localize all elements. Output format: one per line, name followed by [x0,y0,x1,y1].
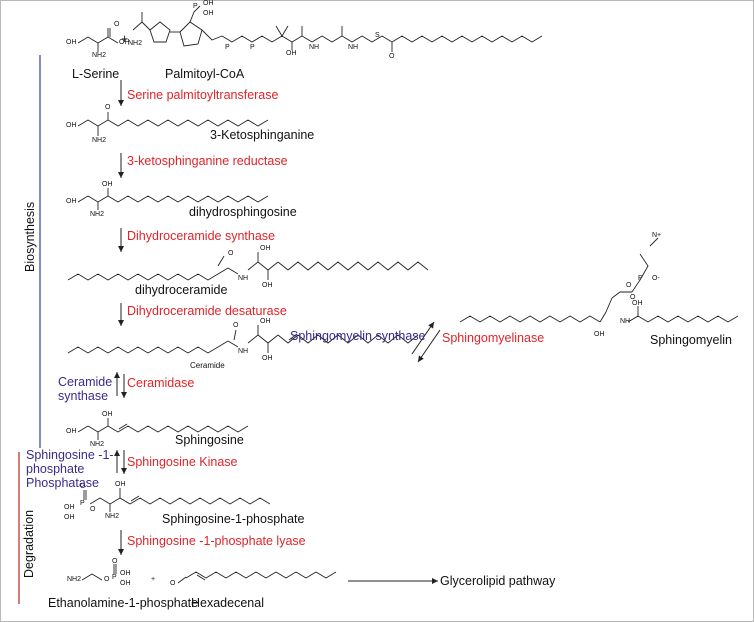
atom-oh: OH [66,122,77,129]
atom-oh: OH [632,300,643,307]
palmitoyl-coa-structure [132,5,543,52]
label-dihydroceramide: dihydroceramide [135,283,228,297]
label-l-serine: L-Serine [72,67,120,81]
atom-nh2: NH2 [92,137,107,144]
dihydroceramide-structure [67,252,429,281]
atom-o: O [90,506,96,513]
atom-o: O [389,53,395,60]
enzyme-s1p-phosphatase-line3: Phosphatase [26,476,99,490]
label-3-ketosphinganine: 3-Ketosphinganine [210,128,315,142]
atom-oh: OH [203,10,214,17]
atom-nh2: NH2 [90,441,105,448]
atom-oh: OH [66,428,77,435]
atom-oh: OH [120,570,131,577]
atom-o: O [112,558,118,565]
enzyme-ceramide-synthase-line2: synthase [58,389,109,403]
serine-structure [77,28,119,52]
phase-degradation: Degradation [22,509,36,578]
atom-oh: OH [262,355,273,362]
atom-oh: OH [66,39,77,46]
phase-biosynthesis: Biosynthesis [23,201,37,272]
enzyme-serine-palmitoyltransferase: Serine palmitoyltransferase [127,88,279,102]
label-ceramide: Ceramide [190,361,225,370]
label-dihydrosphingosine: dihydrosphingosine [189,205,297,219]
enzyme-s1p-lyase: Sphingosine -1-phosphate lyase [127,534,306,548]
label-glycerolipid-pathway: Glycerolipid pathway [440,574,556,588]
label-sphingosine: Sphingosine [175,433,244,447]
atom-o: O [105,104,111,111]
atom-p: P [225,44,230,51]
atom-nh2: NH2 [90,211,105,218]
atom-p: P [638,275,643,282]
atom-oh: OH [594,331,605,338]
plus-sign: + [121,32,129,46]
degradation-products-structure [81,564,337,584]
atom-o-minus: O- [652,275,660,282]
atom-o: O [228,250,234,257]
atom-oh: OH [260,318,271,325]
atom-p: P [250,44,255,51]
atom-nh: NH [620,318,631,325]
sphingosine-structure [77,418,249,440]
atom-nh2: NH2 [128,40,143,47]
enzyme-sphingomyelin-synthase: Sphingomyelin synthase [290,329,426,343]
atom-nh2: NH2 [105,513,120,520]
enzyme-s1p-phosphatase-line1: Sphingosine -1- [26,448,114,462]
atom-o: O [114,21,120,28]
atom-o: O [80,483,86,490]
atom-p: P [193,3,198,10]
label-palmitoyl-coa: Palmitoyl-CoA [165,67,245,81]
atom-o: O [233,322,239,329]
sphingomyelin-structure [459,237,739,323]
atom-o: O [170,580,176,587]
atom-oh: OH [286,50,297,57]
atom-oh: OH [102,181,113,188]
atom-oh: OH [115,481,126,488]
plus-sign: + [151,576,156,583]
atom-oh: OH [119,39,130,46]
atom-nh: NH [238,348,249,355]
atom-nh: NH [238,275,249,282]
atom-oh: OH [66,198,77,205]
atom-o: O [104,576,110,583]
atom-oh: OH [203,0,214,7]
label-ethanolamine-1-phosphate: Ethanolamine-1-phosphate [48,596,199,610]
atom-nh2: NH2 [67,576,82,583]
atom-oh: OH [64,514,75,521]
atom-oh: OH [262,282,273,289]
enzyme-dihydroceramide-synthase: Dihydroceramide synthase [127,229,275,243]
atom-o: O [630,294,636,301]
ketosphinganine-structure [77,112,269,136]
enzyme-sphingomyelinase: Sphingomyelinase [442,331,545,345]
atom-s: S [375,32,380,39]
enzyme-3-ketosphinganine-reductase: 3-ketosphinganine reductase [127,154,288,168]
atom-oh: OH [64,504,75,511]
ceramide-structure [67,325,419,354]
enzyme-dihydroceramide-desaturase: Dihydroceramide desaturase [127,304,287,318]
dihydrosphingosine-structure [77,188,269,210]
enzyme-ceramide-synthase-line1: Ceramide [58,375,113,389]
label-sphingosine-1-phosphate: Sphingosine-1-phosphate [162,512,305,526]
atom-oh: OH [120,580,131,587]
atom-oh: OH [102,411,113,418]
label-hexadecenal: Hexadecenal [191,596,264,610]
atom-nh: NH [309,44,320,51]
atom-o: O [626,282,632,289]
atom-nh2: NH2 [92,52,107,59]
atom-n-plus: N+ [652,232,662,239]
enzyme-s1p-phosphatase-line2: phosphate [26,462,85,476]
enzyme-sphingosine-kinase: Sphingosine Kinase [127,455,238,469]
reaction-arrows [114,80,441,584]
atom-oh: OH [260,245,271,252]
s1p-structure [83,488,271,512]
atom-p: P [112,574,117,581]
atom-nh: NH [348,44,359,51]
label-sphingomyelin: Sphingomyelin [650,333,732,347]
enzyme-ceramidase: Ceramidase [127,376,195,390]
atom-p: P [80,500,85,507]
